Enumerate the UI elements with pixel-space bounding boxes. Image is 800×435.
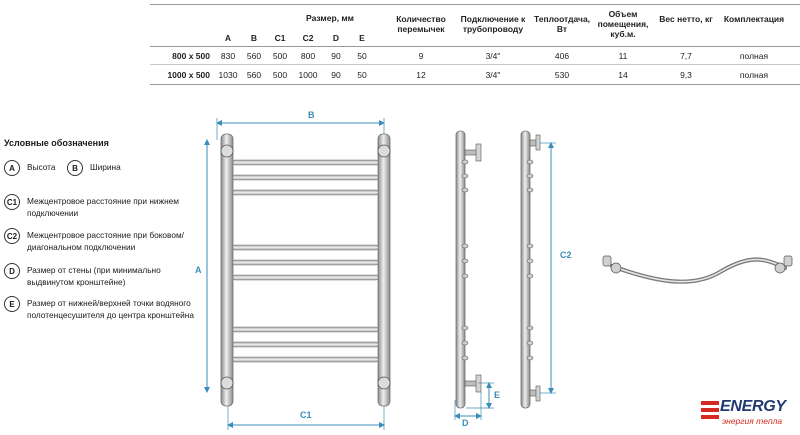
dim-label-c1: C1 — [300, 410, 312, 420]
right-rail — [377, 133, 391, 407]
legend-badge: E — [4, 296, 20, 312]
cell-e: 50 — [357, 51, 367, 61]
dim-label-b: B — [308, 110, 315, 120]
energy-logo-mark — [701, 401, 719, 419]
dim-label-a: A — [195, 265, 202, 275]
cell-d: 90 — [331, 70, 341, 80]
cell-c2: 800 — [300, 51, 316, 61]
dim-label-e: E — [494, 390, 501, 400]
table-row-rule — [150, 64, 800, 65]
cell-e: 50 — [357, 70, 367, 80]
col-c2: C2 — [302, 33, 314, 43]
legend-badge: C1 — [4, 194, 20, 210]
header-weight: Вес нетто, кг — [659, 14, 713, 24]
header-kit: Комплектация — [723, 14, 785, 24]
side-view-left — [454, 130, 494, 420]
header-heat: Теплоотдача, Вт — [533, 14, 591, 35]
top-view — [602, 255, 793, 284]
legend-badge: A — [4, 160, 20, 176]
cell-kit: полная — [739, 51, 769, 61]
cell-a: 830 — [220, 51, 236, 61]
table-bottom-rule — [150, 84, 800, 85]
mount-bottom-right — [377, 376, 391, 390]
legend-badge: C2 — [4, 228, 20, 244]
legend-item-b: B Ширина — [67, 160, 121, 176]
cell-c2: 1000 — [298, 70, 318, 80]
header-volume: Объем помещения, куб.м. — [597, 9, 649, 40]
table-mid-rule — [150, 46, 800, 47]
cell-connection: 3/4" — [485, 51, 501, 61]
legend-title: Условные обозначения — [4, 138, 109, 148]
legend-item-c1: C1 Межцентровое расстояние при нижнем по… — [4, 194, 184, 219]
cross-bars — [232, 159, 379, 363]
mount-top-right — [377, 144, 391, 158]
cell-weight: 9,3 — [680, 70, 692, 80]
cell-b: 560 — [246, 70, 262, 80]
legend: Условные обозначения A Высота B Ширина C… — [4, 138, 204, 320]
cell-volume: 11 — [618, 51, 628, 61]
cell-d: 90 — [331, 51, 341, 61]
legend-item-a: A Высота — [4, 160, 56, 176]
legend-item-e: E Размер от нижней/верхней точки водяног… — [4, 296, 200, 321]
table-row-label: 1000 х 500 — [167, 70, 210, 80]
cell-volume: 14 — [618, 70, 628, 80]
col-c1: C1 — [274, 33, 286, 43]
size-header: Размер, мм — [306, 13, 354, 23]
legend-text: Межцентровое расстояние при нижнем подкл… — [27, 196, 179, 219]
dim-label-c2: C2 — [560, 250, 572, 260]
mount-top-left — [220, 144, 234, 158]
logo-subtitle: энергия тепла — [722, 416, 783, 426]
logo-word: ENERGY — [720, 398, 786, 415]
dim-label-d: D — [462, 418, 469, 428]
cell-c1: 500 — [272, 51, 288, 61]
col-d: D — [332, 33, 340, 43]
legend-badge: D — [4, 263, 20, 279]
col-e: E — [359, 33, 365, 43]
legend-text: Размер от нижней/верхней точки водяного … — [27, 298, 194, 321]
col-a: A — [224, 33, 232, 43]
col-b: B — [250, 33, 258, 43]
cell-c1: 500 — [272, 70, 288, 80]
cell-heat: 530 — [554, 70, 570, 80]
legend-item-d: D Размер от стены (при минимально выдвин… — [4, 263, 184, 288]
front-view — [204, 118, 391, 430]
header-connection: Подключение к трубопроводу — [460, 14, 526, 35]
left-rail — [220, 133, 234, 407]
cell-kit: полная — [739, 70, 769, 80]
table-row-label: 800 х 500 — [172, 51, 210, 61]
cell-qty: 12 — [416, 70, 426, 80]
cell-qty: 9 — [418, 51, 424, 61]
cell-b: 560 — [246, 51, 262, 61]
legend-text: Межцентровое расстояние при боковом/диаг… — [27, 230, 184, 253]
legend-text: Размер от стены (при минимально выдвинут… — [27, 265, 161, 288]
side-view-right — [520, 130, 556, 409]
table-top-rule — [150, 4, 800, 5]
cell-a: 1030 — [218, 70, 238, 80]
cell-weight: 7,7 — [680, 51, 692, 61]
cell-heat: 406 — [554, 51, 570, 61]
energy-logo: ENERGY энергия тепла — [700, 397, 800, 431]
legend-text: Высота — [27, 162, 56, 172]
legend-item-c2: C2 Межцентровое расстояние при боковом/д… — [4, 228, 184, 253]
cell-connection: 3/4" — [485, 70, 501, 80]
header-qty: Количество перемычек — [396, 14, 446, 35]
legend-text: Ширина — [90, 162, 121, 172]
mount-bottom-left — [220, 376, 234, 390]
legend-badge: B — [67, 160, 83, 176]
